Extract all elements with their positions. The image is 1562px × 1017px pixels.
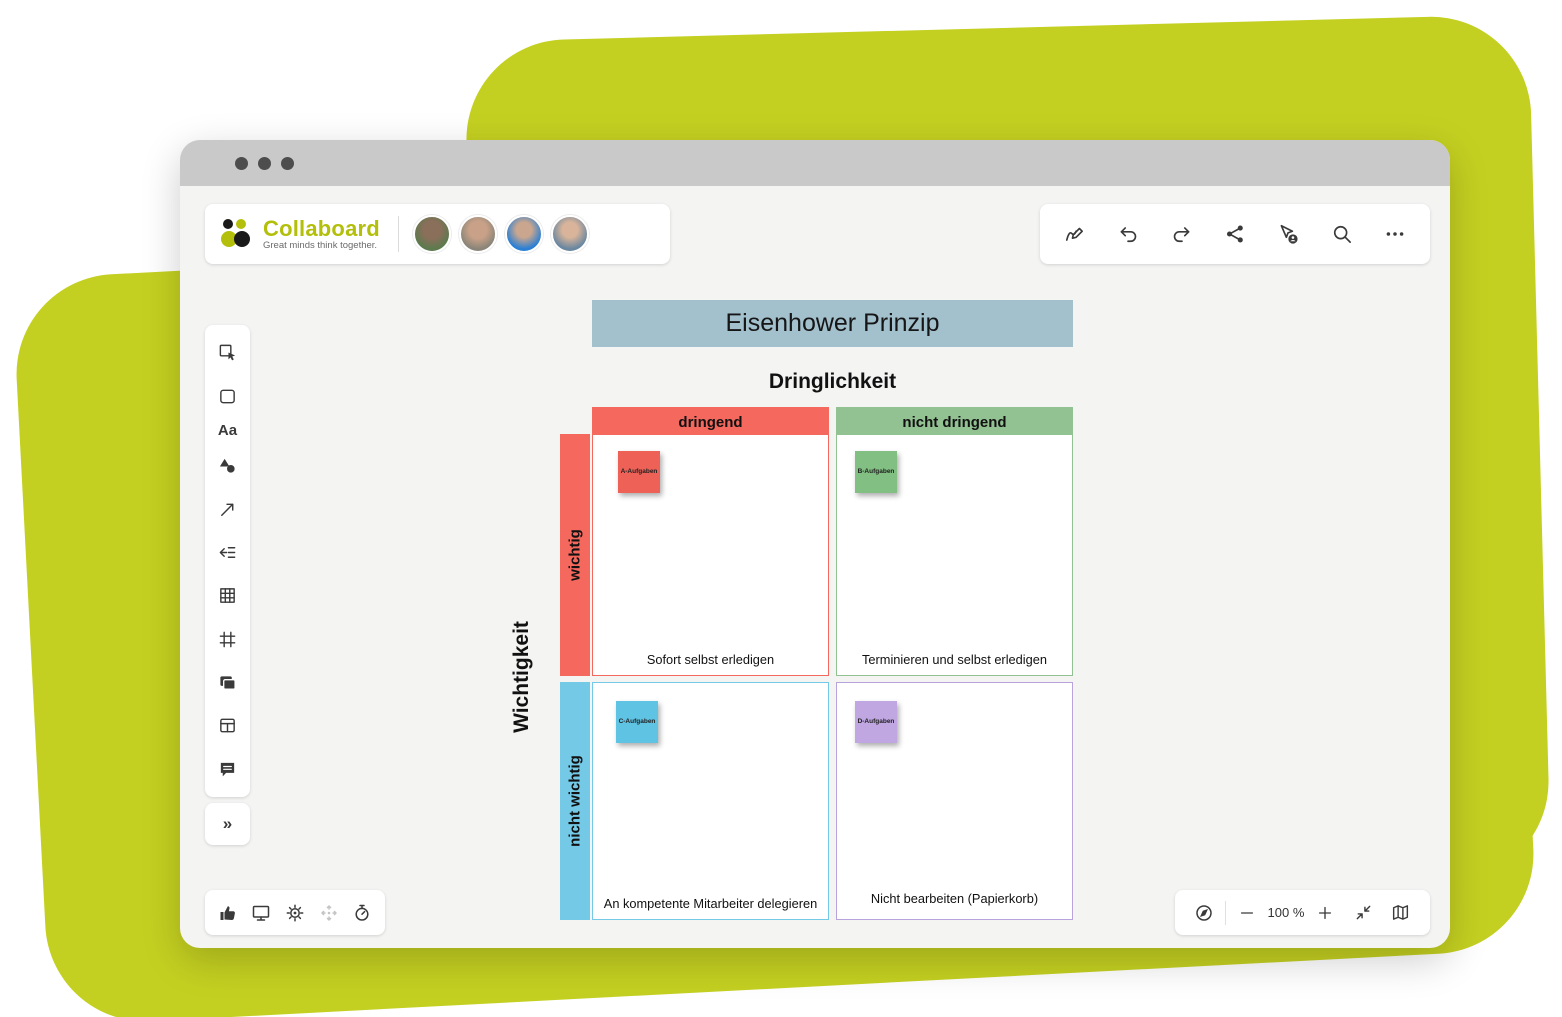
brand-name: Collaboard: [263, 215, 380, 241]
quadrant-urgent-notimportant[interactable]: C-Aufgaben An kompetente Mitarbeiter del…: [592, 682, 829, 920]
row-label-nicht-wichtig[interactable]: nicht wichtig: [560, 682, 590, 920]
row-label-text: nicht wichtig: [566, 755, 584, 847]
card-icon[interactable]: [211, 379, 245, 413]
table-icon[interactable]: [211, 579, 245, 613]
window-control-dot[interactable]: [235, 156, 248, 170]
redo-icon[interactable]: [1165, 217, 1199, 251]
column-header-nicht-dringend[interactable]: nicht dringend: [836, 407, 1073, 437]
quadrant-noturgent-important[interactable]: B-Aufgaben Terminieren und selbst erledi…: [836, 434, 1073, 676]
connector-icon[interactable]: [211, 535, 245, 569]
text-icon[interactable]: Aa: [217, 422, 238, 440]
row-label-text: wichtig: [566, 529, 584, 581]
reactions-toolbar: [205, 890, 385, 935]
user-avatar[interactable]: [458, 215, 497, 253]
layout-icon[interactable]: [211, 709, 245, 743]
quadrant-noturgent-notimportant[interactable]: D-Aufgaben Nicht bearbeiten (Papierkorb): [836, 682, 1073, 920]
quadrant-caption: Nicht bearbeiten (Papierkorb): [870, 891, 1039, 906]
sticky-note-c[interactable]: C-Aufgaben: [616, 701, 658, 743]
user-avatar[interactable]: [412, 215, 451, 253]
zoom-in-icon[interactable]: [1308, 896, 1342, 930]
timer-icon[interactable]: [345, 896, 379, 930]
tools-sidebar: Aa: [205, 325, 250, 797]
divider: [1224, 900, 1226, 925]
quadrant-caption: An kompetente Mitarbeiter delegieren: [603, 896, 818, 911]
like-icon[interactable]: [211, 896, 245, 930]
user-avatar[interactable]: [550, 215, 589, 253]
comment-icon[interactable]: [211, 752, 245, 786]
quadrant-urgent-important[interactable]: A-Aufgaben Sofort selbst erledigen: [592, 434, 829, 676]
brand-text: Collaboard Great minds think together.: [263, 217, 380, 251]
search-icon[interactable]: [1325, 217, 1359, 251]
media-icon[interactable]: [211, 666, 245, 700]
undo-icon[interactable]: [1111, 217, 1145, 251]
draw-icon[interactable]: [1058, 217, 1092, 251]
quadrant-caption: Sofort selbst erledigen: [646, 652, 775, 667]
collaboard-logo-icon: [221, 219, 250, 247]
row-label-wichtig[interactable]: wichtig: [560, 434, 590, 676]
matrix-title[interactable]: Eisenhower Prinzip: [592, 300, 1073, 347]
pan-icon[interactable]: [312, 896, 346, 930]
sticky-note-a[interactable]: A-Aufgaben: [618, 451, 660, 493]
divider: [397, 216, 399, 252]
more-icon[interactable]: [1378, 217, 1412, 251]
select-icon[interactable]: [211, 336, 245, 370]
expand-icon[interactable]: »: [205, 803, 250, 845]
header-brand-card: Collaboard Great minds think together.: [205, 204, 670, 264]
app-window: Collaboard Great minds think together.: [180, 140, 1450, 948]
shapes-icon[interactable]: [211, 449, 245, 483]
compass-icon[interactable]: [1187, 896, 1221, 930]
zoom-out-icon[interactable]: [1230, 896, 1264, 930]
user-avatar[interactable]: [504, 215, 543, 253]
quadrant-caption: Terminieren und selbst erledigen: [862, 652, 1047, 667]
window-control-dot[interactable]: [281, 156, 294, 170]
matrix-y-axis-label[interactable]: Wichtigkeit: [510, 621, 533, 733]
share-icon[interactable]: [1218, 217, 1252, 251]
map-icon[interactable]: [1384, 896, 1418, 930]
top-toolbar: [1040, 204, 1430, 264]
collaborator-avatars: [412, 215, 589, 253]
window-titlebar: [180, 140, 1450, 186]
screen-share-icon[interactable]: [245, 896, 279, 930]
brand-tagline: Great minds think together.: [263, 240, 378, 252]
fit-screen-icon[interactable]: [1346, 896, 1380, 930]
matrix-x-axis-label[interactable]: Dringlichkeit: [768, 370, 897, 393]
sticky-note-b[interactable]: B-Aufgaben: [855, 451, 897, 493]
focus-icon[interactable]: [278, 896, 312, 930]
frame-icon[interactable]: [211, 622, 245, 656]
window-control-dot[interactable]: [258, 156, 271, 170]
zoom-level: 100 %: [1267, 905, 1305, 920]
column-header-dringend[interactable]: dringend: [592, 407, 829, 437]
zoom-toolbar: 100 %: [1175, 890, 1430, 935]
presenter-icon[interactable]: [1271, 217, 1305, 251]
arrow-icon[interactable]: [211, 492, 245, 526]
sticky-note-d[interactable]: D-Aufgaben: [855, 701, 897, 743]
